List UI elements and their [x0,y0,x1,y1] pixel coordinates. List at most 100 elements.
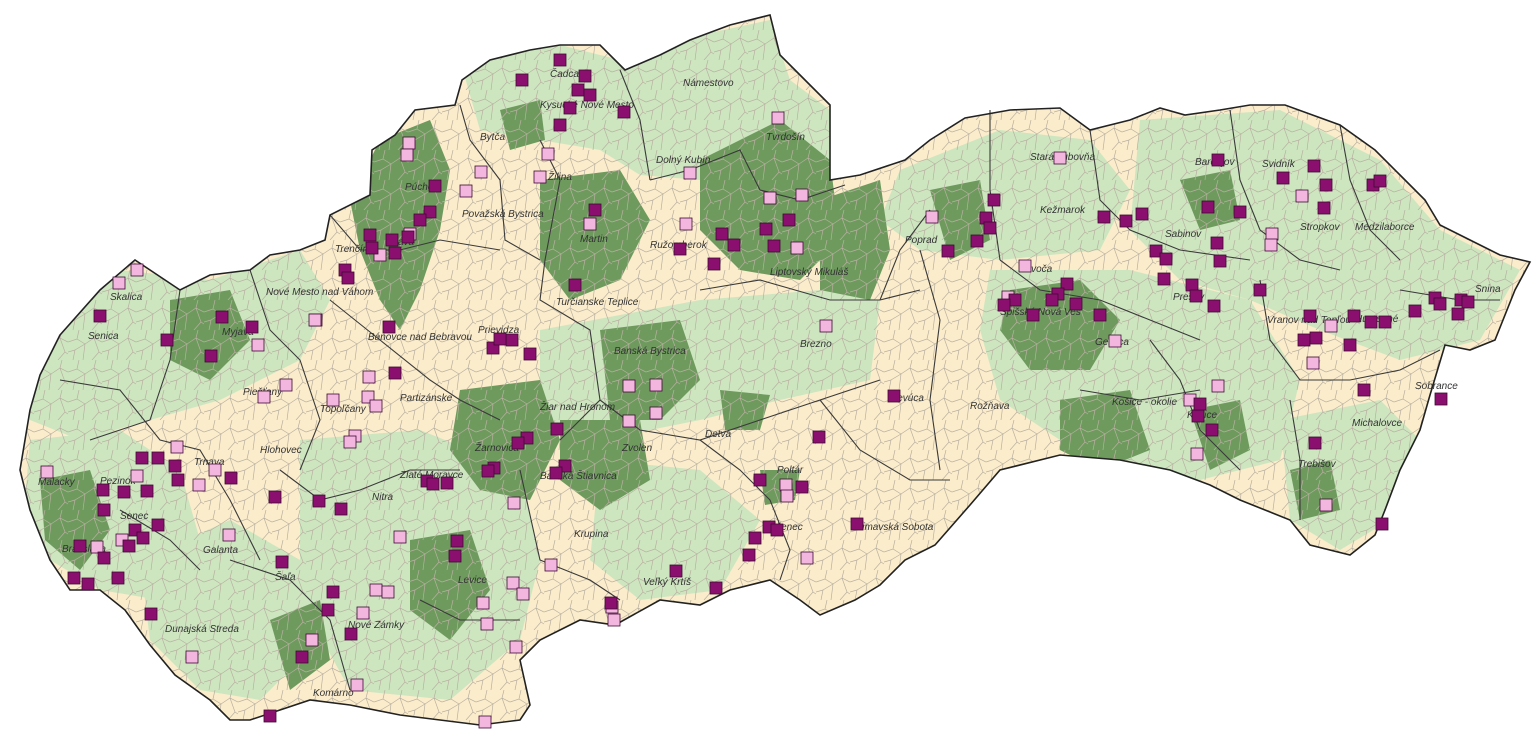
dark-square-marker [96,483,110,497]
light-square-marker [1211,379,1225,393]
dark-square-marker [709,581,723,595]
dark-square-marker [493,332,507,346]
light-square-marker [1265,227,1279,241]
dark-square-marker [215,310,229,324]
dark-square-marker [268,490,282,504]
dark-square-marker [550,422,564,436]
light-square-marker [1319,498,1333,512]
dark-square-marker [1357,383,1371,397]
light-square-marker [393,530,407,544]
district-label: Brezno [800,339,832,350]
light-square-marker [478,715,492,729]
light-square-marker [474,165,488,179]
dark-square-marker [887,389,901,403]
district-label: Levice [458,575,487,586]
dark-square-marker [67,571,81,585]
district-label: Prešov [1173,292,1205,303]
light-square-marker [1053,151,1067,165]
light-square-marker [362,370,376,384]
dark-square-marker [224,471,238,485]
light-square-marker [780,489,794,503]
dark-square-marker [97,551,111,565]
dark-square-marker [263,709,277,723]
dark-square-marker [73,539,87,553]
light-square-marker [507,496,521,510]
dark-square-marker [312,494,326,508]
dark-square-marker [1303,309,1317,323]
dark-square-marker [81,577,95,591]
dark-square-marker [428,179,442,193]
light-square-marker [607,613,621,627]
dark-square-marker [604,596,618,610]
district-label: Snina [1475,284,1501,295]
district-label: Žarnovica [474,441,519,454]
light-square-marker [795,188,809,202]
dark-square-marker [1189,289,1203,303]
dark-square-marker [171,473,185,487]
district-label: Poltár [777,465,804,476]
district-label: Trnava [194,457,225,468]
dark-square-marker [1297,333,1311,347]
light-square-marker [130,469,144,483]
district-label: Šaľa [275,570,296,583]
light-square-marker [790,241,804,255]
district-label: Liptovský Mikuláš [770,267,848,278]
dark-square-marker [334,502,348,516]
light-square-marker [480,617,494,631]
dark-square-marker [617,105,631,119]
district-label: Považská Bystrica [462,209,544,220]
light-square-marker [544,558,558,572]
light-square-marker [257,390,271,404]
district-label: Dolný Kubín [656,155,711,166]
district-label: Púchov [405,182,439,193]
district-label: Malacky [38,477,76,488]
light-square-marker [381,585,395,599]
dark-square-marker [578,69,592,83]
district-borders [59,69,1500,691]
light-square-marker [208,463,222,477]
dark-square-marker [1211,153,1225,167]
dark-square-marker [440,476,454,490]
dark-square-marker [481,464,495,478]
dark-square-marker [571,83,585,97]
dark-square-marker [549,466,563,480]
dark-square-marker [782,213,796,227]
light-square-marker [506,576,520,590]
light-square-marker [369,583,383,597]
district-label: Nitra [372,492,394,503]
dark-square-marker [997,298,1011,312]
dark-square-marker [1119,214,1133,228]
district-label: Kysucké Nové Mesto [540,100,634,111]
light-square-marker [1190,447,1204,461]
light-square-marker [130,263,144,277]
dark-square-marker [673,242,687,256]
light-square-marker [763,191,777,205]
dark-square-marker [1045,293,1059,307]
dark-square-marker [363,228,377,242]
district-label: Pezinok [100,476,137,487]
dark-square-marker [795,480,809,494]
district-label: Nové Zámky [348,620,405,631]
dark-square-marker [160,333,174,347]
dark-square-marker [707,257,721,271]
dark-square-marker [588,203,602,217]
dark-square-marker [151,518,165,532]
dark-square-marker [413,213,427,227]
dark-square-marker [1159,252,1173,266]
dark-square-marker [1191,409,1205,423]
light-square-marker [533,170,547,184]
dark-square-marker [1343,338,1357,352]
light-square-marker [40,465,54,479]
dark-square-marker [326,585,340,599]
dark-square-marker [987,193,1001,207]
dark-square-marker [1210,236,1224,250]
light-square-marker [622,379,636,393]
dark-square-marker [505,333,519,347]
dark-square-marker [122,539,136,553]
dark-square-marker [344,627,358,641]
district-label: Michalovce [1352,418,1402,429]
dark-square-marker [850,517,864,531]
dark-square-marker [97,503,111,517]
dark-square-marker [1060,277,1074,291]
dark-square-marker [1026,308,1040,322]
